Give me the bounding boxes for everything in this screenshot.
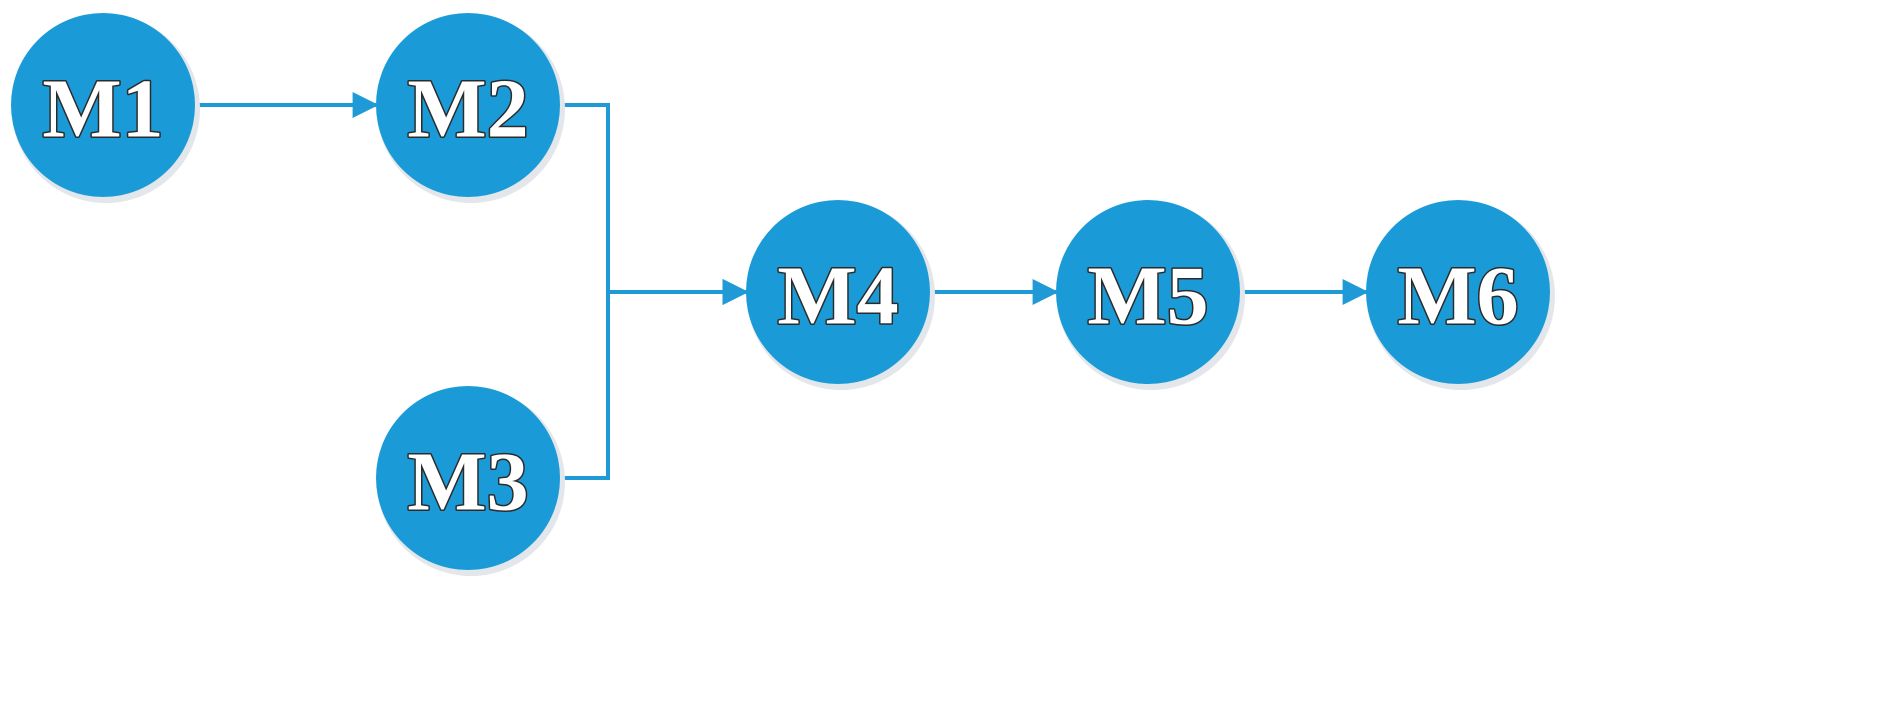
node-m2[interactable]: M2	[376, 13, 565, 203]
node-m6-label: M6	[1397, 250, 1518, 343]
node-m4-label: M4	[777, 250, 898, 343]
edges	[195, 92, 1369, 480]
node-m4-circle	[746, 200, 930, 384]
edge-m3-m4	[560, 279, 749, 480]
node-m5[interactable]: M5	[1056, 200, 1245, 390]
node-m5-label: M5	[1087, 250, 1208, 343]
node-m1-circle	[11, 13, 195, 197]
node-m3-label: M3	[407, 436, 528, 529]
node-m1[interactable]: M1	[11, 13, 200, 203]
node-m1-label: M1	[42, 63, 163, 156]
node-m3-circle	[376, 386, 560, 570]
node-m2-label: M2	[407, 63, 528, 156]
node-m6[interactable]: M6	[1366, 200, 1555, 390]
nodes: M1 M2 M3 M4 M5 M6	[11, 13, 1555, 576]
node-m4[interactable]: M4	[746, 200, 935, 390]
edge-m2-m4	[560, 103, 749, 305]
node-m2-circle	[376, 13, 560, 197]
node-m5-circle	[1056, 200, 1240, 384]
node-m3[interactable]: M3	[376, 386, 565, 576]
node-m6-circle	[1366, 200, 1550, 384]
